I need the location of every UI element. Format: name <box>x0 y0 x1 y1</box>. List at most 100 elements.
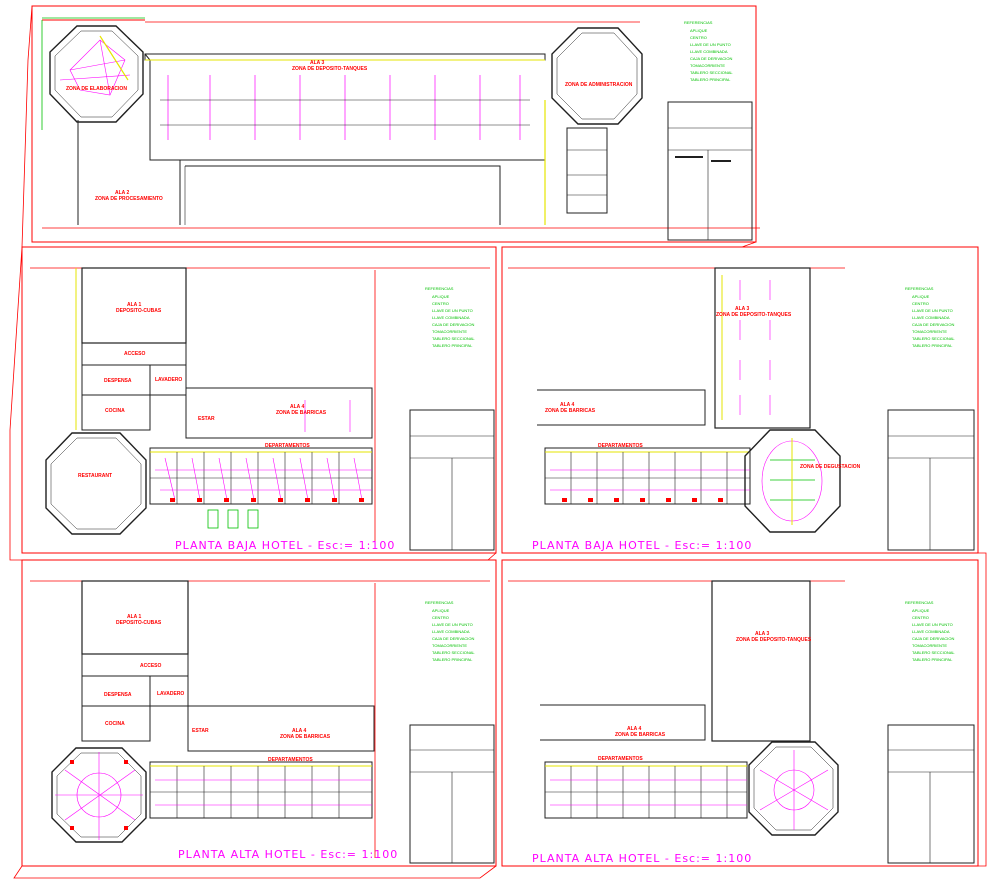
p1-ala4-sub: ZONA DE BARRICAS <box>276 410 327 416</box>
svg-text:LLAVE DE UN PUNTO: LLAVE DE UN PUNTO <box>912 622 953 627</box>
p1-lavadero: LAVADERO <box>155 377 182 383</box>
p2-zona-deg: ZONA DE DEGUSTACION <box>800 464 861 470</box>
p3-deptos: DEPARTAMENTOS <box>268 757 313 763</box>
p1-ala1-sub: DEPOSITO-CUBAS <box>116 308 162 314</box>
svg-text:TABLERO SECCIONAL: TABLERO SECCIONAL <box>432 650 475 655</box>
svg-text:CENTRO: CENTRO <box>432 615 449 620</box>
svg-text:APLIQUE: APLIQUE <box>912 294 930 299</box>
p3-acceso: ACCESO <box>140 663 162 669</box>
border-panel-br <box>501 246 979 554</box>
p2-ala3: ALA 3 <box>735 306 749 312</box>
p1-acceso: ACCESO <box>124 351 146 357</box>
p3-ala1: ALA 1 <box>127 614 141 620</box>
top-site-plan: ZONA DE ELABORACION ALA 3 ZONA DE DEPOSI… <box>41 17 760 241</box>
svg-text:TOMACORRIENTE: TOMACORRIENTE <box>912 643 947 648</box>
p1-despensa: DESPENSA <box>104 378 132 384</box>
svg-text:LLAVE DE UN PUNTO: LLAVE DE UN PUNTO <box>432 622 473 627</box>
p2-ala3-sub: ZONA DE DEPOSITO-TANQUES <box>716 312 792 318</box>
legend-top: REFERENCIAS APLIQUE CENTRO LLAVE DE UN P… <box>684 20 733 82</box>
border-panel-bl <box>21 246 497 554</box>
svg-text:CENTRO: CENTRO <box>912 301 929 306</box>
svg-text:TOMACORRIENTE: TOMACORRIENTE <box>432 329 467 334</box>
p3-lavadero: LAVADERO <box>157 691 184 697</box>
svg-text:TABLERO PRINCIPAL: TABLERO PRINCIPAL <box>912 343 953 348</box>
svg-text:TOMACORRIENTE: TOMACORRIENTE <box>690 63 725 68</box>
svg-text:TOMACORRIENTE: TOMACORRIENTE <box>912 329 947 334</box>
p1-cocina: COCINA <box>105 408 125 414</box>
svg-text:LLAVE COMBINADA: LLAVE COMBINADA <box>690 49 728 54</box>
svg-text:TABLERO PRINCIPAL: TABLERO PRINCIPAL <box>432 657 473 662</box>
p1-ala1: ALA 1 <box>127 302 141 308</box>
p3-estar: ESTAR <box>192 728 209 734</box>
p1-ala4: ALA 4 <box>290 404 304 410</box>
p2-title: PLANTA BAJA HOTEL - Esc:= 1:100 <box>532 539 752 552</box>
p3-ala4-sub: ZONA DE BARRICAS <box>280 734 331 740</box>
label-ala3-top: ALA 3 <box>310 60 324 66</box>
panel-borders <box>9 5 987 879</box>
panel-planta-alta-left: ALA 1 DEPOSITO-CUBAS ACCESO DESPENSA LAV… <box>30 580 495 864</box>
p1-title: PLANTA BAJA HOTEL - Esc:= 1:100 <box>175 539 395 552</box>
label-ala2: ALA 2 <box>115 190 129 196</box>
p4-deptos: DEPARTAMENTOS <box>598 756 643 762</box>
p2-ala4-sub: ZONA DE BARRICAS <box>545 408 596 414</box>
border-panel-r-alta <box>501 559 979 867</box>
panel-planta-alta-right: ALA 3 ZONA DE DEPOSITO-TANQUES ALA 4 ZON… <box>508 580 975 865</box>
svg-text:LLAVE COMBINADA: LLAVE COMBINADA <box>912 315 950 320</box>
svg-text:TABLERO SECCIONAL: TABLERO SECCIONAL <box>690 70 733 75</box>
svg-text:APLIQUE: APLIQUE <box>690 28 708 33</box>
p2-ala4: ALA 4 <box>560 402 574 408</box>
p4-ala3-sub: ZONA DE DEPOSITO-TANQUES <box>736 637 812 643</box>
svg-text:CENTRO: CENTRO <box>432 301 449 306</box>
p3-ala1-sub: DEPOSITO-CUBAS <box>116 620 162 626</box>
label-zona-elaboracion: ZONA DE ELABORACION <box>66 86 127 92</box>
svg-text:REFERENCIAS: REFERENCIAS <box>425 286 454 291</box>
svg-text:LLAVE COMBINADA: LLAVE COMBINADA <box>432 315 470 320</box>
svg-text:TABLERO PRINCIPAL: TABLERO PRINCIPAL <box>432 343 473 348</box>
p3-cocina: COCINA <box>105 721 125 727</box>
svg-text:TABLERO SECCIONAL: TABLERO SECCIONAL <box>432 336 475 341</box>
p3-ala4: ALA 4 <box>292 728 306 734</box>
svg-text:CAJA DE DERIVACION: CAJA DE DERIVACION <box>690 56 732 61</box>
panel-planta-baja-right: ALA 3 ZONA DE DEPOSITO-TANQUES ALA 4 ZON… <box>508 267 975 552</box>
svg-text:TABLERO PRINCIPAL: TABLERO PRINCIPAL <box>912 657 953 662</box>
svg-text:LLAVE DE UN PUNTO: LLAVE DE UN PUNTO <box>432 308 473 313</box>
svg-text:APLIQUE: APLIQUE <box>912 608 930 613</box>
svg-text:APLIQUE: APLIQUE <box>432 294 450 299</box>
svg-text:CAJA DE DERIVACION: CAJA DE DERIVACION <box>912 322 954 327</box>
svg-text:CENTRO: CENTRO <box>690 35 707 40</box>
svg-text:TABLERO PRINCIPAL: TABLERO PRINCIPAL <box>690 77 731 82</box>
panel-planta-baja-left: ALA 1 DEPOSITO-CUBAS ACCESO DESPENSA LAV… <box>30 267 495 552</box>
p3-title: PLANTA ALTA HOTEL - Esc:= 1:100 <box>178 848 398 861</box>
p4-ala3: ALA 3 <box>755 631 769 637</box>
svg-text:APLIQUE: APLIQUE <box>432 608 450 613</box>
svg-text:LLAVE COMBINADA: LLAVE COMBINADA <box>432 629 470 634</box>
svg-text:REFERENCIAS: REFERENCIAS <box>425 600 454 605</box>
svg-text:TABLERO SECCIONAL: TABLERO SECCIONAL <box>912 650 955 655</box>
svg-text:CENTRO: CENTRO <box>912 615 929 620</box>
label-zona-admin: ZONA DE ADMINISTRACION <box>565 82 633 88</box>
p1-estar: ESTAR <box>198 416 215 422</box>
svg-text:LLAVE DE UN PUNTO: LLAVE DE UN PUNTO <box>912 308 953 313</box>
svg-text:REFERENCIAS: REFERENCIAS <box>905 286 934 291</box>
p4-ala4-sub: ZONA DE BARRICAS <box>615 732 666 738</box>
p1-restaurant: RESTAURANT <box>78 473 112 479</box>
svg-text:CAJA DE DERIVACION: CAJA DE DERIVACION <box>432 322 474 327</box>
p3-despensa: DESPENSA <box>104 692 132 698</box>
p4-ala4: ALA 4 <box>627 726 641 732</box>
p4-title: PLANTA ALTA HOTEL - Esc:= 1:100 <box>532 852 752 865</box>
svg-text:TABLERO SECCIONAL: TABLERO SECCIONAL <box>912 336 955 341</box>
svg-text:LLAVE COMBINADA: LLAVE COMBINADA <box>912 629 950 634</box>
svg-text:TOMACORRIENTE: TOMACORRIENTE <box>432 643 467 648</box>
border-top-panel <box>31 5 757 243</box>
label-ala2-sub: ZONA DE PROCESAMIENTO <box>95 196 163 202</box>
label-ala3-sub-top: ZONA DE DEPOSITO-TANQUES <box>292 66 368 72</box>
svg-text:REFERENCIAS: REFERENCIAS <box>905 600 934 605</box>
svg-text:CAJA DE DERIVACION: CAJA DE DERIVACION <box>432 636 474 641</box>
p1-deptos: DEPARTAMENTOS <box>265 443 310 449</box>
svg-text:LLAVE DE UN PUNTO: LLAVE DE UN PUNTO <box>690 42 731 47</box>
svg-text:REFERENCIAS: REFERENCIAS <box>684 20 713 25</box>
svg-text:CAJA DE DERIVACION: CAJA DE DERIVACION <box>912 636 954 641</box>
border-panel-l-alta <box>21 559 497 867</box>
p2-deptos: DEPARTAMENTOS <box>598 443 643 449</box>
